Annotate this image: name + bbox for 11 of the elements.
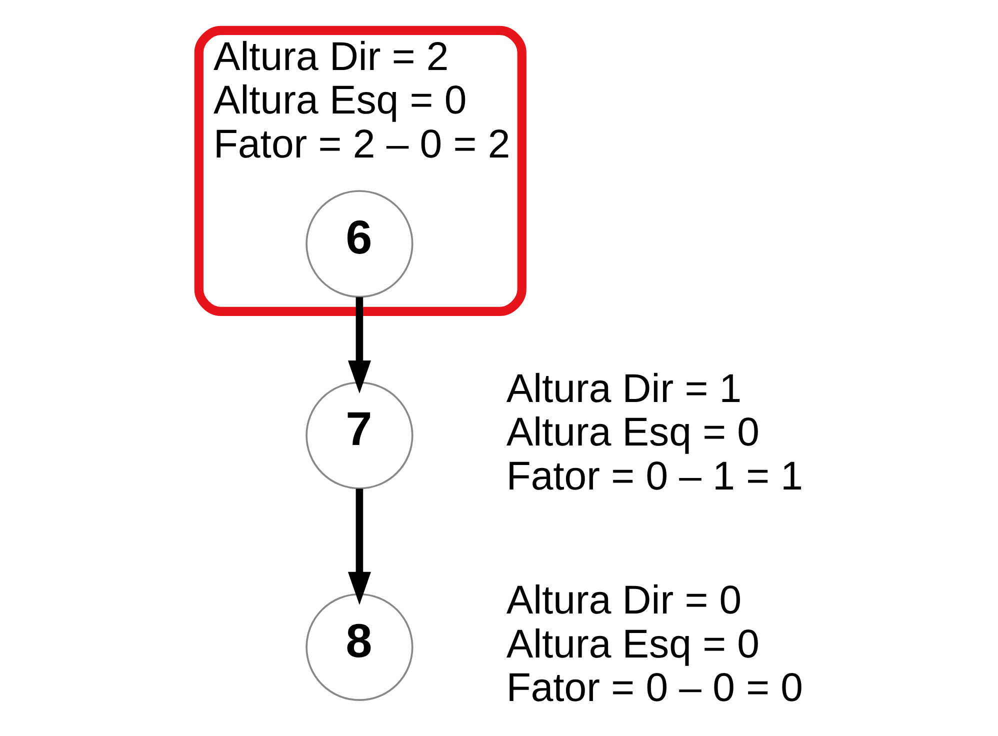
node-label: Altura Esq = 0: [506, 410, 759, 455]
node-circle: 6: [305, 190, 413, 298]
node-label: Altura Dir = 1: [506, 366, 742, 411]
node-label: Fator = 0 – 0 = 0: [506, 665, 803, 710]
node-label: Altura Esq = 0: [506, 621, 759, 666]
node-label: Fator = 0 – 1 = 1: [506, 454, 803, 499]
node-circle: 7: [305, 382, 413, 490]
arrow: [347, 488, 370, 605]
node-circle: 8: [305, 593, 413, 701]
node-label: Altura Dir = 0: [506, 578, 742, 623]
arrow: [347, 297, 370, 394]
